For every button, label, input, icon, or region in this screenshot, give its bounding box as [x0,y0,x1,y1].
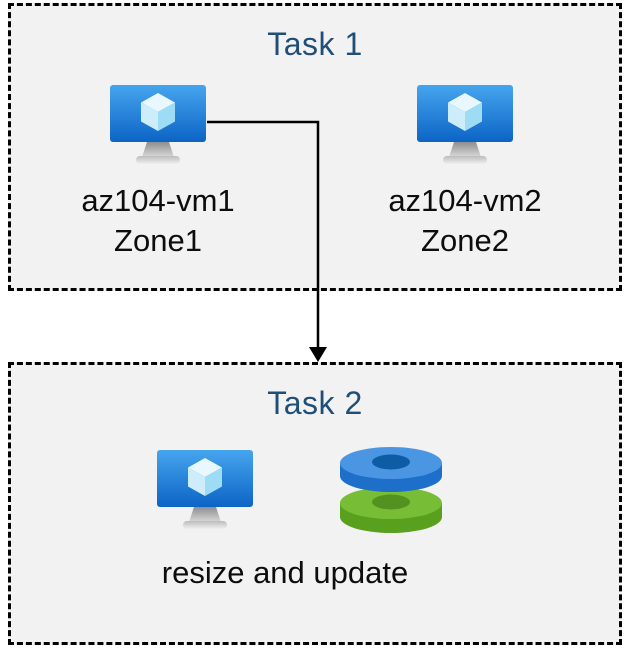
vm-node-az104-vm1: az104-vm1 Zone1 [58,85,258,261]
task1-title: Task 1 [267,26,363,62]
vm-node-az104-vm2: az104-vm2 Zone2 [365,85,565,261]
vm-zone-label: Zone2 [421,223,509,258]
task1-box: Task 1 az104-vm1 Zone1 az104-vm2 Zone2 [8,3,622,291]
vm-node-label: az104-vm1 Zone1 [58,181,258,261]
virtual-machine-icon [417,85,513,164]
virtual-machine-icon [157,450,253,529]
arrowhead-icon [309,347,327,362]
virtual-machine-icon [110,85,206,164]
disks-icon [340,447,442,533]
task2-title: Task 2 [267,385,363,421]
vm-name-label: az104-vm2 [388,183,542,218]
task2-caption: resize and update [161,555,409,590]
task2-box: Task 2 resize and update [8,362,622,645]
vm-node-label: az104-vm2 Zone2 [365,181,565,261]
vm-name-label: az104-vm1 [81,183,235,218]
vm-zone-label: Zone1 [114,223,202,258]
